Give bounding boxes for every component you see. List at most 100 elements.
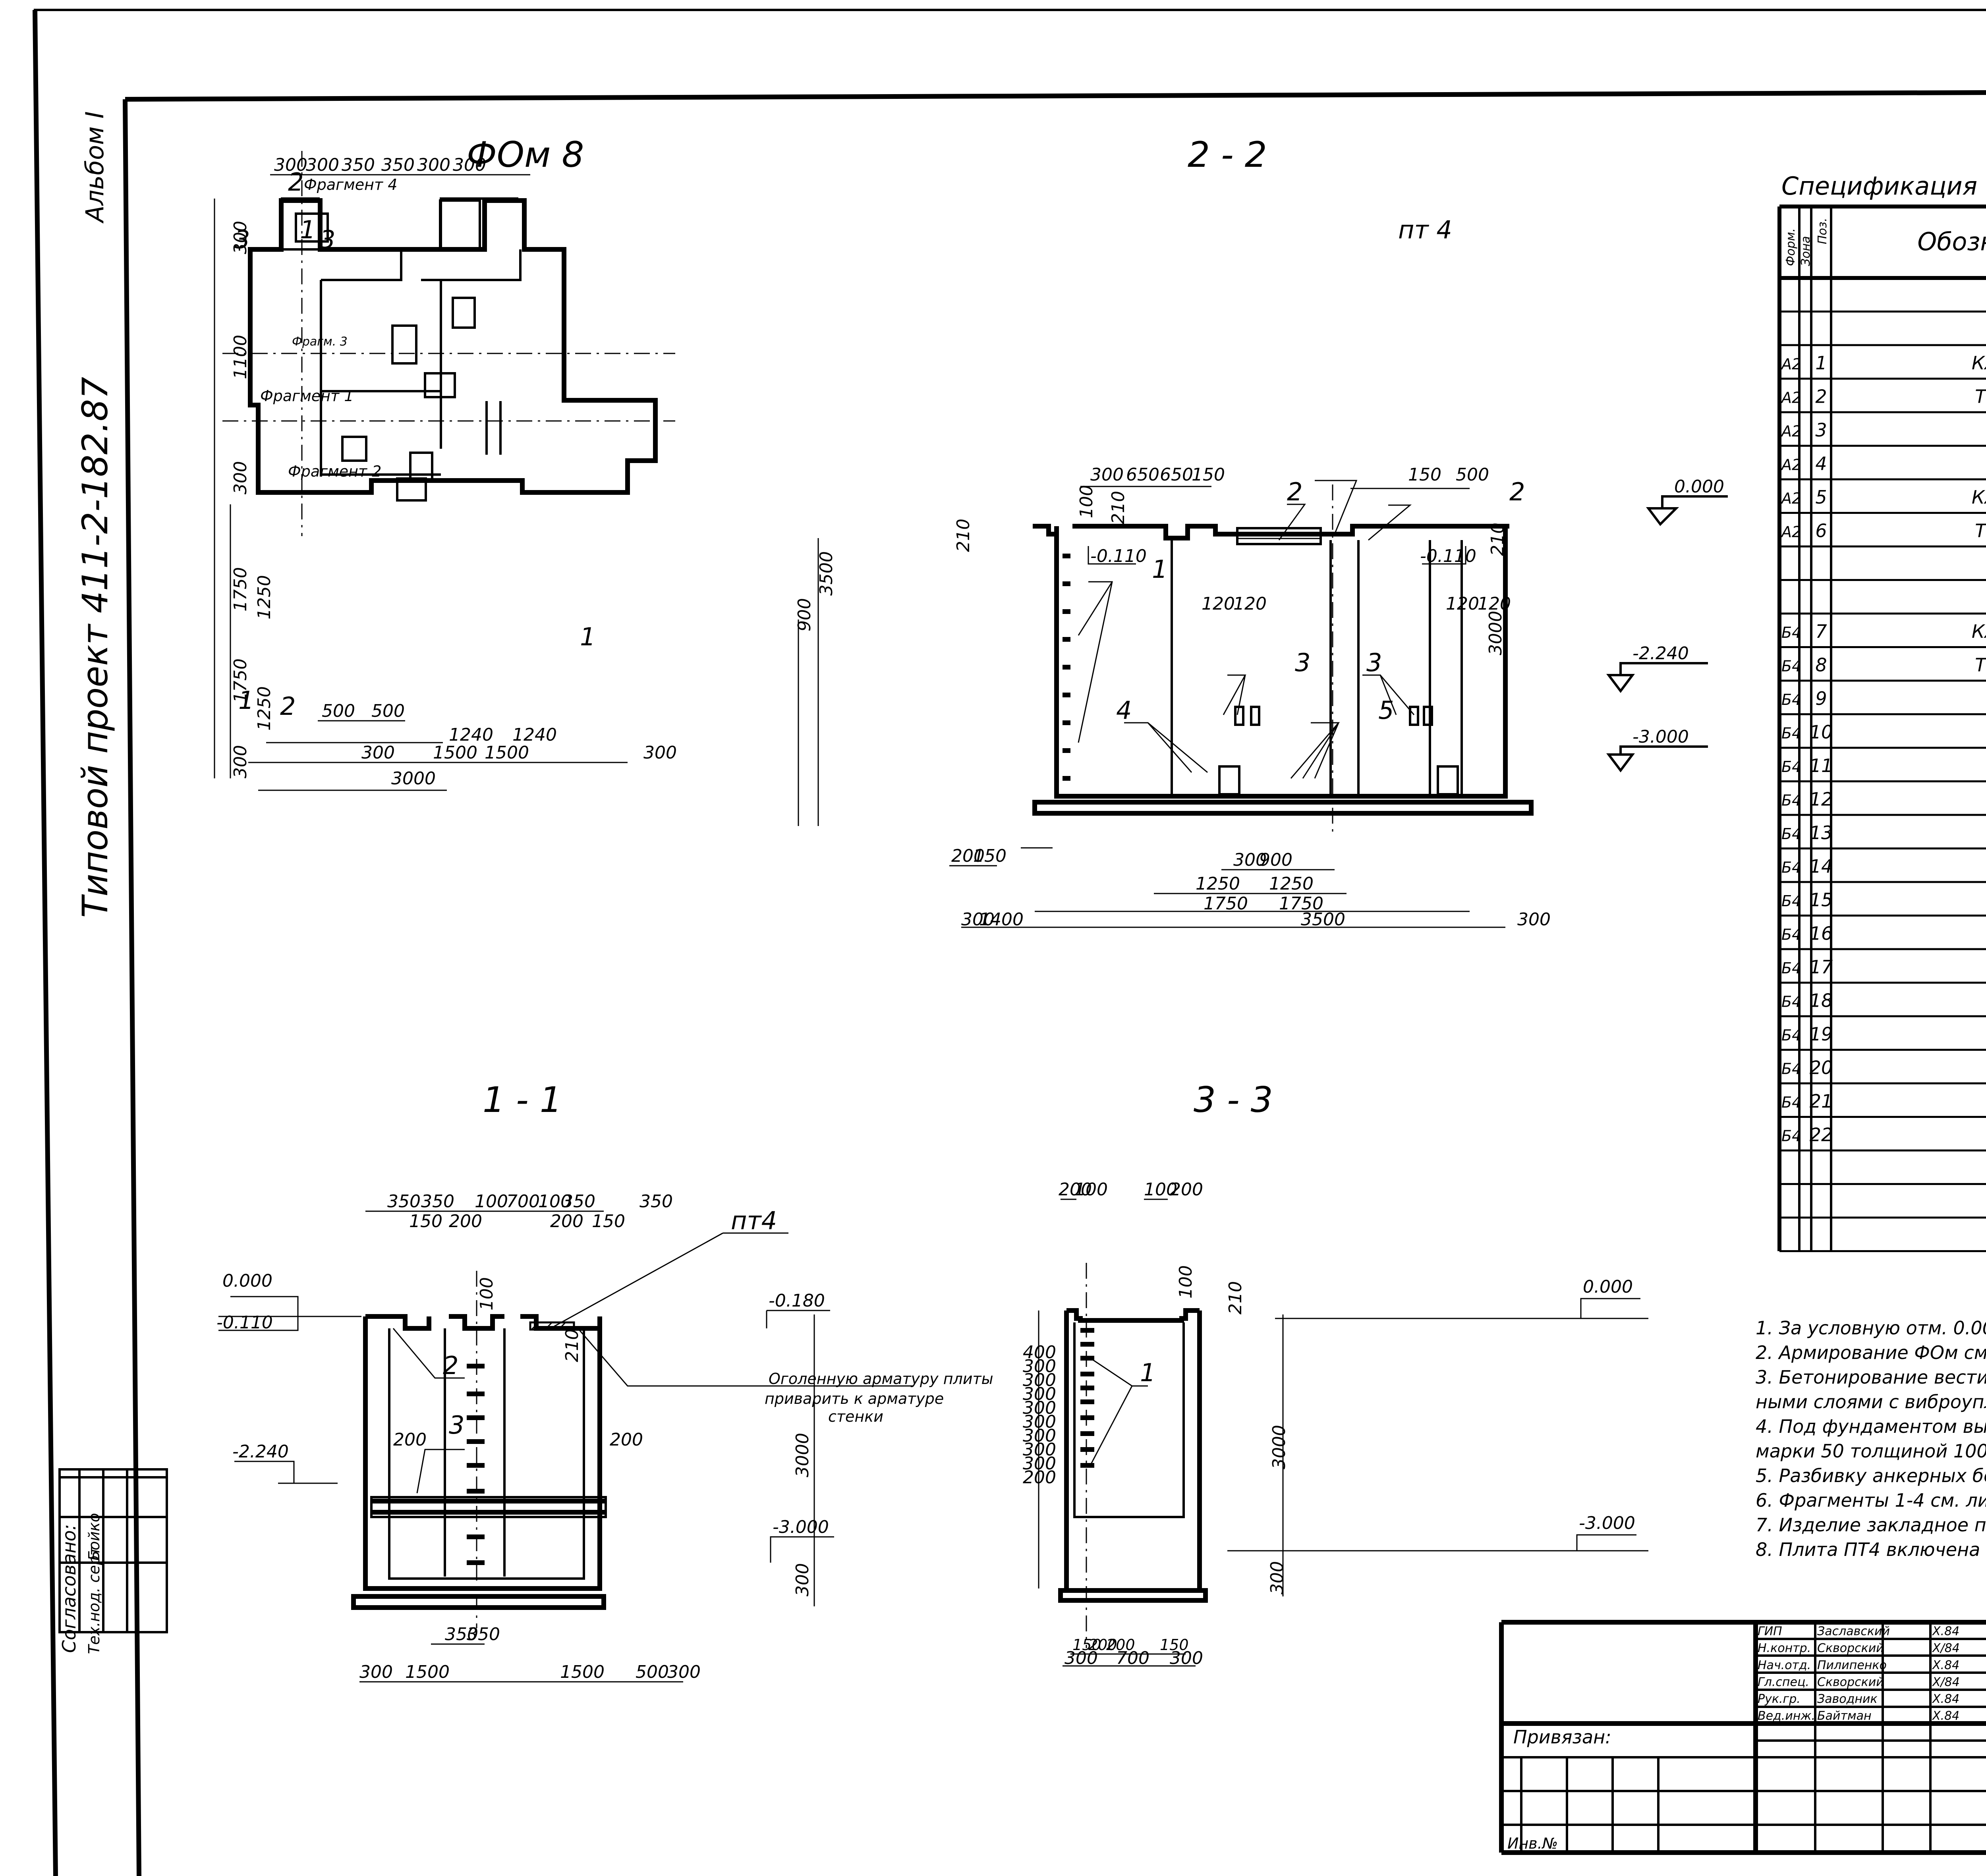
section-2-2-dims-bottom: 200 150 300 900 1250 1250 1750 1750 300 … [951,846,1551,930]
spec-cell-format: Б4 [1781,1060,1801,1077]
svg-text:650: 650 [1126,465,1159,485]
svg-text:300: 300 [667,1662,701,1682]
svg-text:500: 500 [322,701,355,721]
spec-cell-designation: То же [1975,386,1986,407]
svg-text:100: 100 [538,1191,572,1212]
svg-text:300: 300 [1023,1412,1056,1432]
spec-cell-format: Б4 [1781,993,1801,1010]
svg-text:350: 350 [445,1624,478,1644]
title-block: ТП 411-2-182.87 КЖ ГИПЗаславскийX.84Н.ко… [1499,1620,1986,1855]
spec-cell-pos: 19 [1810,1023,1833,1045]
approval-role: Тех.нод. серт [85,1546,103,1654]
signature-role: Вед.инж. [1758,1709,1815,1723]
signature-date: X.84 [1932,1658,1959,1672]
svg-text:350: 350 [381,155,415,175]
signature-date: X/84 [1932,1641,1960,1655]
svg-text:900: 900 [1259,850,1292,870]
signature-date: X.84 [1932,1625,1959,1639]
svg-text:120: 120 [1202,594,1235,614]
svg-text:1100: 1100 [230,335,251,379]
note-line: 8. Плита ПТ4 включена в спецификацию на … [1756,1539,1986,1560]
spec-cell-format: А2 [1780,355,1801,373]
svg-text:1750: 1750 [1204,894,1248,914]
plan-fragment-4: Фрагмент 4 [304,176,397,193]
spec-cell-format: Б4 [1781,1127,1801,1145]
svg-text:300: 300 [230,745,251,778]
section-2-2-elevations: 0.000 -0.110 -0.110 -2.240 -3.000 [1088,477,1728,772]
section-2-2-leader-2a: 2 [1287,477,1302,506]
section-3-3-elevations: 0.000 -3.000 [1227,1277,1648,1552]
section-1-1-dims-bottom: 350 350 300 1500 1500 500 300 [359,1624,701,1682]
svg-text:350: 350 [467,1624,500,1644]
section-2-2-leader-1: 1 [1152,555,1167,584]
spec-header-format: Форм. [1784,228,1798,266]
section-3-3: 3 - 3 1 0.000 -3.000 200 100 100 200 100… [1023,1079,1648,1668]
section-2-2-leader-4: 4 [1116,696,1132,725]
spec-cell-pos: 16 [1810,923,1833,944]
spec-cell-format: Б4 [1781,724,1801,742]
svg-text:0.000: 0.000 [222,1271,272,1291]
svg-text:150: 150 [1072,1636,1101,1654]
plan-leader-1: 1 [300,215,315,244]
spec-cell-pos: 11 [1810,755,1833,776]
album-label: Альбом I [80,111,109,224]
svg-text:300: 300 [1023,1398,1056,1418]
spec-cell-format: Б4 [1781,859,1801,876]
svg-text:-3.000: -3.000 [1579,1513,1635,1533]
spec-cell-format: Б4 [1781,892,1801,910]
svg-text:200: 200 [610,1430,643,1450]
svg-text:350: 350 [342,155,375,175]
section-1-1-title: 1 - 1 [483,1079,562,1120]
svg-text:210: 210 [1108,491,1128,524]
svg-text:1240: 1240 [512,725,557,745]
note-line: ными слоями с виброуплотнением. [1756,1391,1986,1413]
section-2-2-dims: 300 650 650 150 150 500 100 210 210 210 … [953,465,1511,655]
section-3-3-dims: 200 100 100 200 100 210 3000 300 [1059,1179,1289,1594]
plan-fragment-1: Фрагмент 1 [260,387,354,405]
section-1-1-plate: пт4 [731,1206,777,1235]
plan-cut-3-left: 3 [234,225,250,254]
svg-text:300: 300 [1023,1440,1056,1460]
spec-cell-pos: 21 [1810,1090,1833,1112]
spec-cell-pos: 22 [1810,1124,1833,1145]
svg-text:-0.110: -0.110 [216,1312,273,1333]
svg-text:0.000: 0.000 [1674,477,1724,497]
section-1-1-note-line-3: стенки [828,1408,883,1425]
section-2-2-plate: пт 4 [1398,215,1452,244]
spec-cell-pos: 6 [1815,520,1827,541]
svg-text:300: 300 [453,155,486,175]
section-3-3-dims-bottom: 150 200 200 150 300 700 300 [1064,1636,1203,1668]
svg-text:200: 200 [1023,1467,1056,1488]
spec-cell-pos: 18 [1810,990,1833,1011]
svg-text:1250: 1250 [254,686,274,731]
svg-text:3000: 3000 [1269,1425,1289,1469]
svg-text:300: 300 [1090,465,1124,485]
spec-cell-format: Б4 [1781,657,1801,675]
plan-cut-2-top: 2 [288,168,303,197]
svg-text:3000: 3000 [391,768,436,789]
svg-text:1250: 1250 [254,575,274,620]
svg-text:150: 150 [1160,1636,1189,1654]
spec-cell-pos: 20 [1810,1057,1833,1078]
svg-text:1250: 1250 [1196,874,1240,894]
svg-text:1750: 1750 [1279,894,1323,914]
spec-header-zone: Зона [1799,236,1813,266]
svg-text:210: 210 [1488,523,1508,556]
svg-text:200: 200 [1088,1636,1117,1654]
svg-text:700: 700 [1116,1648,1149,1668]
svg-text:300: 300 [1023,1426,1056,1446]
signature-role: Нач.отд. [1758,1658,1811,1672]
spec-text: Форм.ЗонаПоз.ОбозначениеНаименованиеКол.… [1780,218,1986,1146]
spec-cell-pos: 3 [1815,419,1827,441]
spec-cell-designation: То же [1975,654,1986,676]
spec-cell-format: Б4 [1781,691,1801,708]
svg-text:150: 150 [409,1211,442,1231]
svg-text:300: 300 [961,909,995,930]
section-3-3-leader-1: 1 [1140,1358,1155,1387]
spec-table: Спецификация фундамента под оборудование… [1777,172,1986,1252]
svg-text:300: 300 [1023,1370,1056,1390]
section-2-2-leader-3a: 3 [1295,648,1310,677]
section-3-3-title: 3 - 3 [1194,1079,1273,1120]
section-2-2-leader-2b: 2 [1509,477,1525,506]
plan-fragment-3: Фрагм. 3 [292,335,348,349]
